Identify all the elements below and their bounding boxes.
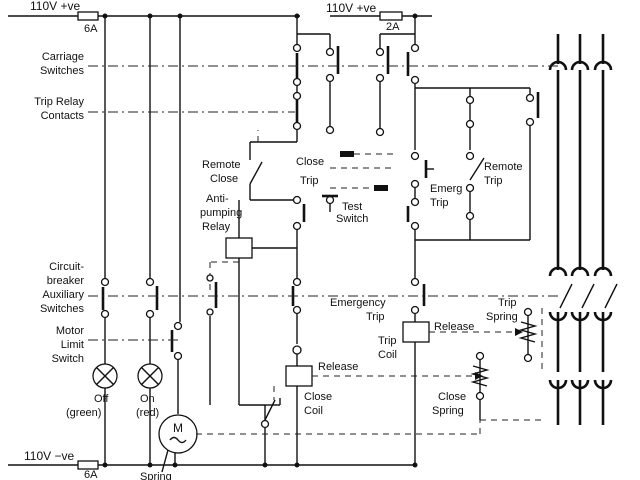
label-test-switch-2: Switch — [336, 213, 368, 225]
label-cb-aux-2: breaker — [47, 275, 85, 287]
fuse-bottom-label: 6A — [84, 469, 98, 480]
label-close-spring-1: Close — [438, 391, 466, 403]
label-on-1: On — [140, 393, 155, 405]
label-cb-aux-4: Switches — [40, 303, 85, 315]
label-trip-coil-2: Coil — [378, 349, 397, 361]
label-off-1: Off — [94, 393, 109, 405]
label-motor-limit-3: Switch — [52, 353, 84, 365]
supply-top-right-label: 110V +ve — [326, 1, 376, 15]
fuse-icon — [77, 11, 99, 21]
supply-bottom-label: 110V −ve — [24, 449, 74, 463]
indicator-lamp-icon — [137, 363, 163, 389]
label-trip-coil-1: Trip — [378, 335, 397, 347]
coil-icon — [402, 321, 430, 343]
label-cb-aux-3: Auxiliary — [42, 289, 84, 301]
fuse-icon — [77, 460, 99, 470]
indicator-lamp-icon — [92, 363, 118, 389]
coil-icon — [285, 365, 313, 387]
main-breaker-poles — [548, 34, 618, 425]
fuse-top-right-label: 2A — [386, 21, 400, 33]
label-release-close: Release — [318, 361, 358, 373]
supply-top-left-label: 110V +ve — [30, 0, 80, 13]
label-carriage-1: Carriage — [42, 51, 84, 63]
label-release-trip: Release — [434, 321, 474, 333]
label-emerg-trip-1: Emerg — [430, 183, 462, 195]
label-emerg-trip-2: Trip — [430, 197, 449, 209]
label-motor-spring: Spring — [140, 471, 172, 480]
label-close-spring-2: Spring — [432, 405, 464, 417]
label-emergency-trip-1: Emergency — [330, 297, 386, 309]
label-close: Close — [296, 156, 324, 168]
spring-icon — [470, 365, 490, 387]
label-anti-pumping-3: Relay — [202, 221, 231, 233]
fuse-top-left-label: 6A — [84, 23, 98, 35]
label-motor-limit-1: Motor — [56, 325, 84, 337]
motor-tilde-icon — [169, 436, 187, 444]
label-anti-pumping-2: pumping — [200, 207, 242, 219]
motor-label: M — [173, 421, 183, 435]
label-trip-relay-2: Contacts — [41, 110, 85, 122]
label-carriage-2: Switches — [40, 65, 85, 77]
label-motor-limit-2: Limit — [61, 339, 84, 351]
label-anti-pumping-1: Anti- — [206, 193, 229, 205]
label-trip: Trip — [300, 175, 319, 187]
label-remote-trip-1: Remote — [484, 161, 523, 173]
label-test-switch-1: Test — [342, 201, 362, 213]
label-trip-relay-1: Trip Relay — [34, 96, 84, 108]
label-trip-spring-1: Trip — [498, 297, 517, 309]
label-off-2: (green) — [66, 407, 101, 419]
top-left-bus — [8, 11, 300, 21]
label-remote-trip-2: Trip — [484, 175, 503, 187]
label-emergency-trip-2: Trip — [366, 311, 385, 323]
label-cb-aux-1: Circuit- — [49, 261, 84, 273]
label-remote-close-1: Remote — [202, 159, 241, 171]
coil-icon — [225, 237, 253, 259]
label-trip-spring-2: Spring — [486, 311, 518, 323]
spring-icon — [518, 321, 538, 343]
label-close-coil-1: Close — [304, 391, 332, 403]
fuse-icon — [379, 11, 403, 21]
label-on-2: (red) — [136, 407, 159, 419]
label-remote-close-2: Close — [210, 173, 238, 185]
label-close-coil-2: Coil — [304, 405, 323, 417]
